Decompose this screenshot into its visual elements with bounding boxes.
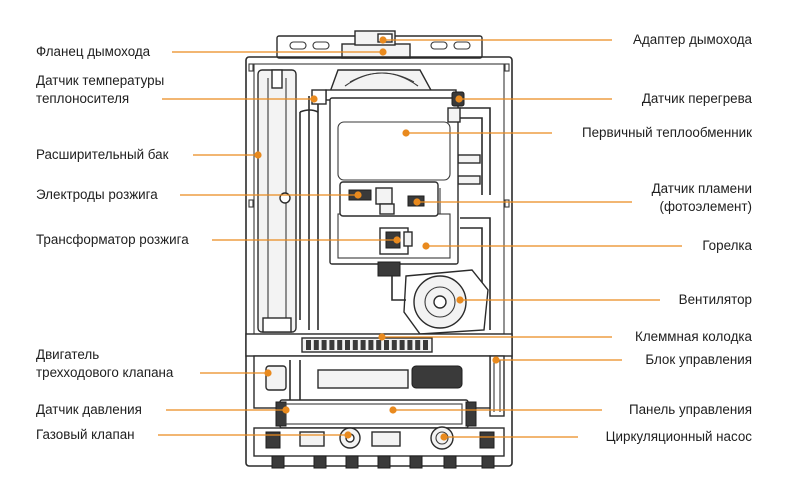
terminal-tooth (368, 340, 374, 350)
label-fan: Вентилятор (678, 292, 752, 307)
terminal-tooth (352, 340, 358, 350)
label-flame-sensor: Датчик пламени (фотоэлемент) (651, 181, 752, 214)
label-three-way-valve-motor: Двигатель трехходового клапана (36, 347, 174, 380)
leaders (158, 36, 682, 441)
dot-flue-flange (379, 48, 387, 56)
label-flue-flange: Фланец дымохода (36, 44, 151, 59)
dot-gas-valve (344, 431, 352, 439)
label-primary-heat-exchanger: Первичный теплообменник (581, 125, 752, 140)
flue-hood (325, 69, 457, 101)
dot-overheat-sensor (455, 95, 463, 103)
expansion-tank-shape (257, 69, 297, 333)
terminal-tooth (306, 340, 311, 350)
terminal-tooth (337, 340, 343, 350)
mount-slots (248, 63, 510, 208)
terminal-tooth (391, 340, 397, 350)
label-burner: Горелка (702, 238, 752, 253)
dot-ignition-electrodes (354, 191, 362, 199)
label-control-unit: Блок управления (645, 352, 752, 367)
dot-fan (456, 296, 464, 304)
control-unit-shape (489, 355, 505, 417)
terminal-tooth (360, 340, 366, 350)
label-control-panel: Панель управления (628, 402, 752, 417)
terminal-tooth (407, 340, 413, 350)
dot-coolant-temp-sensor (310, 95, 318, 103)
terminal-tooth (313, 340, 319, 350)
terminal-tooth (321, 340, 327, 350)
dot-flame-sensor (413, 198, 421, 206)
label-overheat-sensor: Датчик перегрева (641, 91, 752, 106)
label-circulation-pump: Циркуляционный насос (605, 429, 752, 444)
dot-pressure-sensor (282, 406, 290, 414)
label-expansion-tank: Расширительный бак (36, 147, 169, 162)
label-coolant-temp-sensor: Датчик температуры теплоносителя (36, 73, 165, 106)
dot-primary-heat-exchanger (402, 129, 410, 137)
fan-shape (377, 261, 489, 335)
label-pressure-sensor: Датчик давления (36, 402, 142, 417)
label-ignition-electrodes: Электроды розжига (36, 187, 158, 202)
dot-control-unit (492, 356, 500, 364)
dot-burner (422, 242, 430, 250)
terminal-tooth (415, 340, 421, 350)
terminal-tooth (329, 340, 335, 350)
dot-flue-adapter (379, 36, 387, 44)
dot-control-panel (389, 406, 397, 414)
dot-ignition-transformer (393, 236, 401, 244)
dot-three-way-valve-motor (264, 369, 272, 377)
control-panel-shape (275, 399, 477, 429)
label-terminal-block: Клеммная колодка (635, 329, 752, 344)
terminal-tooth (376, 340, 382, 350)
dot-expansion-tank (254, 151, 262, 159)
electrode-bracket (339, 181, 441, 217)
label-gas-valve: Газовый клапан (36, 427, 135, 442)
label-flue-adapter: Адаптер дымохода (633, 32, 752, 47)
terminal-tooth (384, 340, 389, 350)
top-bracket (276, 30, 483, 59)
terminal-tooth (345, 340, 350, 350)
terminal-tooth (423, 340, 428, 350)
bottom-connections (271, 455, 495, 469)
dot-circulation-pump (440, 433, 448, 441)
dot-terminal-block (378, 333, 386, 341)
terminal-tooth (399, 340, 405, 350)
label-ignition-transformer: Трансформатор розжига (36, 232, 189, 247)
terminal-band (245, 333, 513, 357)
bottom-fittings (253, 426, 505, 457)
